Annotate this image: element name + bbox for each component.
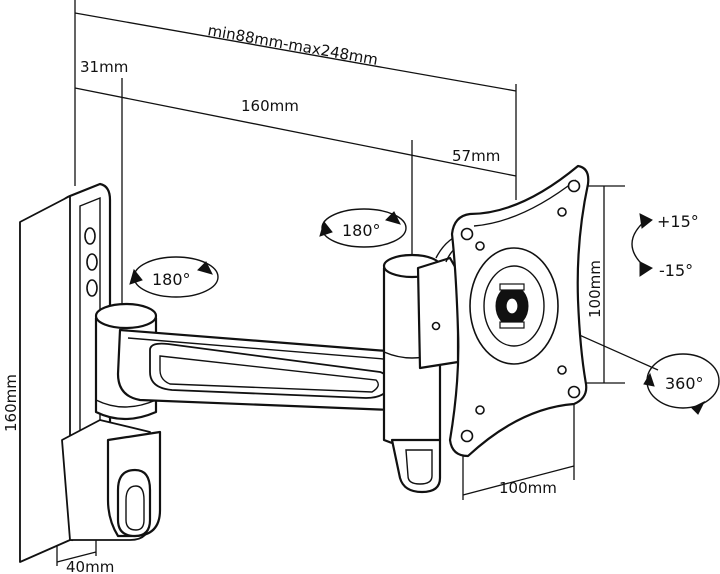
arm-swivel-label: 180° [342,221,381,240]
wall-plate-width-label: 40mm [66,558,114,574]
tilt-up-label: +15° [657,212,699,231]
pivot-offset-label: 31mm [80,58,128,76]
rotation-arrow-arm [319,208,407,248]
tilt-arrow [631,213,653,277]
rotation-arrow-wall [129,256,219,298]
wall-swivel-label: 180° [152,270,191,289]
wall-plate [19,182,162,563]
extension-arm [116,328,432,412]
vesa-height-label: 100mm [586,260,604,318]
depth-range-label: min88mm-max248mm [206,21,379,69]
vesa-width-label: 100mm [499,479,557,497]
arm-length-label: 160mm [241,97,299,115]
screen-rotation-label: 360° [665,374,704,393]
rotation-arrow-screen [643,353,720,415]
rotation-labels: 180° 180° +15° -15° 360° [152,212,704,393]
plate-offset-label: 57mm [452,147,500,165]
vesa-plate [448,164,590,458]
tilt-down-label: -15° [659,261,693,280]
wall-plate-height-label: 160mm [2,374,20,432]
